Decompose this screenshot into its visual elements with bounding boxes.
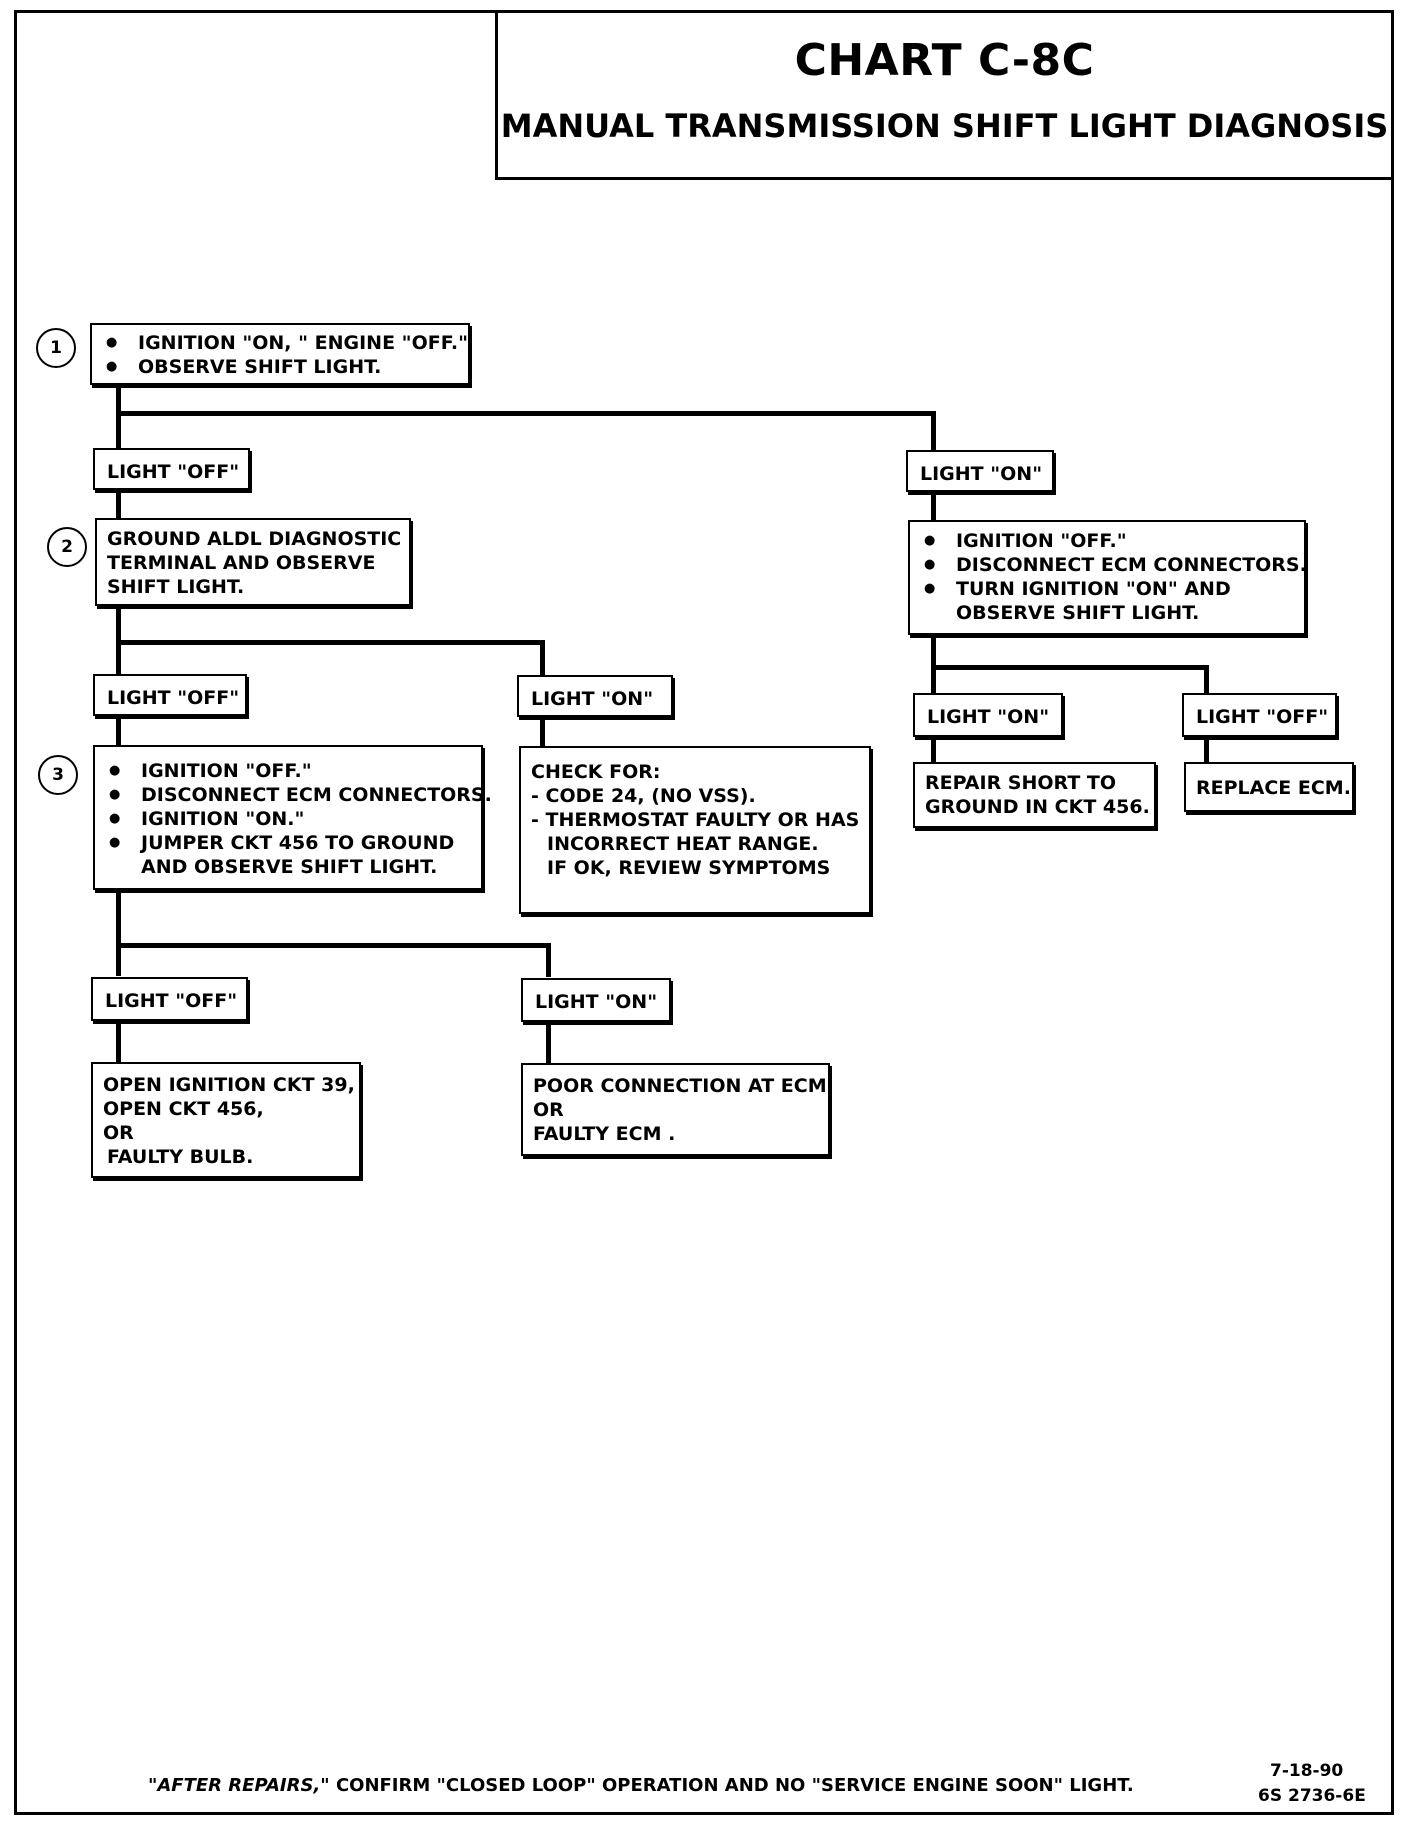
open-ignition-line: OR: [103, 1122, 134, 1144]
check-for-line: - THERMOSTAT FAULTY OR HAS: [531, 809, 860, 831]
step-3-box: IGNITION "OFF." DISCONNECT ECM CONNECTOR…: [93, 745, 492, 890]
connector-line: [931, 735, 936, 763]
light-on-label: LIGHT "ON": [913, 693, 1063, 737]
light-off-label: LIGHT "OFF": [93, 448, 250, 490]
check-for-line: IF OK, REVIEW SYMPTOMS: [547, 857, 831, 879]
repair-short-line: GROUND IN CKT 456.: [925, 796, 1150, 818]
step-2-box: GROUND ALDL DIAGNOSTIC TERMINAL AND OBSE…: [95, 518, 411, 606]
connector-line: [116, 1020, 121, 1062]
footer-note-text: CONFIRM "CLOSED LOOP" OPERATION AND NO "…: [329, 1775, 1134, 1796]
light-off-label: LIGHT "OFF": [1182, 693, 1337, 737]
step-number-3: 3: [38, 755, 78, 795]
connector-line: [116, 640, 545, 645]
step-3-item: DISCONNECT ECM CONNECTORS.: [105, 783, 492, 807]
connector-line: [116, 385, 121, 448]
right-branch-item: TURN IGNITION "ON" AND: [920, 577, 1294, 601]
light-off-label: LIGHT "OFF": [93, 674, 247, 716]
open-ignition-line: FAULTY BULB.: [107, 1146, 254, 1168]
check-for-line: INCORRECT HEAT RANGE.: [547, 833, 819, 855]
step-1-box: IGNITION "ON, " ENGINE "OFF." OBSERVE SH…: [90, 323, 470, 385]
repair-short-box: REPAIR SHORT TO GROUND IN CKT 456.: [913, 762, 1156, 828]
light-on-label: LIGHT "ON": [521, 978, 671, 1022]
connector-line: [540, 716, 545, 748]
connector-line: [931, 411, 936, 457]
replace-ecm-text: REPLACE ECM.: [1196, 777, 1351, 799]
step-2-line: GROUND ALDL DIAGNOSTIC: [107, 528, 402, 550]
poor-connection-line: POOR CONNECTION AT ECM: [533, 1075, 827, 1097]
connector-line: [116, 943, 551, 948]
step-2-line: SHIFT LIGHT.: [107, 576, 245, 598]
connector-line: [116, 890, 121, 976]
check-for-box: CHECK FOR: - CODE 24, (NO VSS). - THERMO…: [519, 746, 871, 914]
step-number-2: 2: [47, 527, 87, 567]
footer-note-emphasis: "AFTER REPAIRS,": [148, 1775, 330, 1796]
light-off-label: LIGHT "OFF": [91, 977, 248, 1021]
right-branch-item: IGNITION "OFF.": [920, 529, 1294, 553]
step-3-item: IGNITION "ON.": [105, 807, 471, 831]
step-number-1: 1: [36, 328, 76, 368]
light-on-label: LIGHT "ON": [517, 675, 673, 717]
poor-connection-box: POOR CONNECTION AT ECM OR FAULTY ECM .: [521, 1063, 830, 1156]
document-code: 6S 2736-6E: [1258, 1786, 1366, 1806]
connector-line: [116, 488, 121, 518]
connector-line: [1204, 737, 1209, 763]
step-3-item: AND OBSERVE SHIFT LIGHT.: [141, 856, 438, 878]
connector-line: [546, 943, 551, 977]
repair-short-line: REPAIR SHORT TO: [925, 772, 1117, 794]
chart-subtitle: MANUAL TRANSMISSION SHIFT LIGHT DIAGNOSI…: [500, 107, 1389, 145]
connector-line: [931, 635, 936, 705]
open-ignition-line: OPEN IGNITION CKT 39,: [103, 1074, 355, 1096]
connector-line: [546, 1021, 551, 1063]
right-branch-item: OBSERVE SHIFT LIGHT.: [956, 602, 1200, 624]
poor-connection-line: FAULTY ECM .: [533, 1123, 676, 1145]
chart-title: CHART C-8C: [794, 35, 1095, 86]
revision-date: 7-18-90: [1270, 1761, 1344, 1781]
step-1-item: IGNITION "ON, " ENGINE "OFF.": [102, 331, 468, 355]
connector-line: [116, 411, 936, 416]
footer-note: "AFTER REPAIRS," CONFIRM "CLOSED LOOP" O…: [148, 1775, 1134, 1796]
step-3-item: IGNITION "OFF.": [105, 759, 471, 783]
step-3-item: JUMPER CKT 456 TO GROUND: [105, 831, 471, 855]
connector-line: [1204, 665, 1209, 697]
connector-line: [931, 665, 1209, 670]
connector-line: [931, 491, 936, 521]
step-1-item: OBSERVE SHIFT LIGHT.: [102, 355, 458, 379]
connector-line: [116, 715, 121, 747]
connector-line: [540, 640, 545, 676]
light-on-label: LIGHT "ON": [906, 450, 1054, 492]
check-for-line: CHECK FOR:: [531, 761, 661, 783]
poor-connection-line: OR: [533, 1099, 564, 1121]
step-2-line: TERMINAL AND OBSERVE: [107, 552, 376, 574]
right-branch-item: DISCONNECT ECM CONNECTORS.: [920, 553, 1307, 577]
open-ignition-box: OPEN IGNITION CKT 39, OPEN CKT 456, OR F…: [91, 1062, 361, 1178]
title-block: CHART C-8C MANUAL TRANSMISSION SHIFT LIG…: [495, 10, 1394, 180]
open-ignition-line: OPEN CKT 456,: [103, 1098, 264, 1120]
disconnect-ecm-box: IGNITION "OFF." DISCONNECT ECM CONNECTOR…: [908, 520, 1307, 635]
replace-ecm-box: REPLACE ECM.: [1184, 762, 1354, 812]
check-for-line: - CODE 24, (NO VSS).: [531, 785, 756, 807]
